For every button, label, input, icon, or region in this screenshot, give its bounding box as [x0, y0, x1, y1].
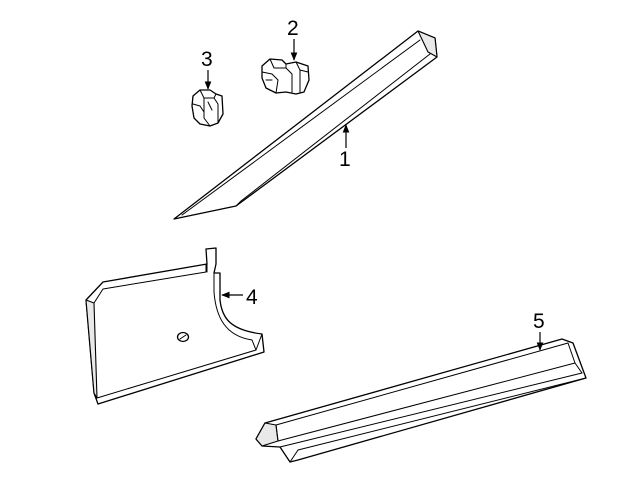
- callout-1: 1: [339, 124, 351, 171]
- part-5-sill-plate[interactable]: [255, 338, 587, 463]
- callout-label-4: 4: [246, 286, 258, 309]
- callout-label-3: 3: [201, 48, 213, 71]
- callout-label-5: 5: [533, 310, 545, 333]
- part-1-pillar-molding[interactable]: [173, 30, 438, 220]
- callout-5: 5: [533, 310, 545, 351]
- part-2-retaining-clip[interactable]: [261, 58, 310, 95]
- callout-2: 2: [287, 17, 299, 61]
- callout-label-2: 2: [287, 17, 299, 40]
- part-4-kick-panel[interactable]: [85, 247, 265, 405]
- callout-4: 4: [221, 286, 258, 309]
- callout-label-1: 1: [339, 148, 351, 171]
- part-3-push-clip[interactable]: [191, 89, 224, 127]
- callout-3: 3: [201, 48, 213, 90]
